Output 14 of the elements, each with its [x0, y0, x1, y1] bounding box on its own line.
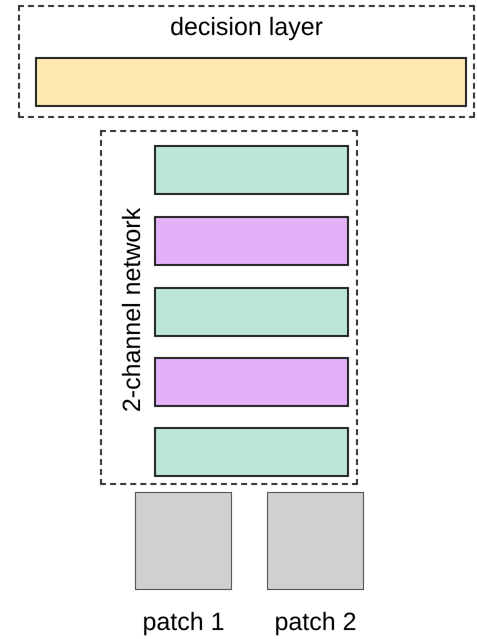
- layer-bar: [154, 287, 349, 337]
- layer-bar: [154, 357, 349, 407]
- patch-box: [267, 492, 364, 590]
- layer-bar: [154, 427, 349, 477]
- patch-label: patch 1: [141, 610, 226, 635]
- patch-box: [135, 492, 232, 590]
- layer-bar: [154, 216, 349, 266]
- group-label: 2-channel network: [120, 206, 144, 414]
- dashed-group-box: [18, 5, 475, 118]
- layer-bar: [35, 57, 467, 107]
- layer-bar: [154, 145, 349, 195]
- group-label: decision layer: [169, 15, 324, 40]
- patch-label: patch 2: [273, 610, 358, 635]
- dashed-group-box: [100, 130, 358, 485]
